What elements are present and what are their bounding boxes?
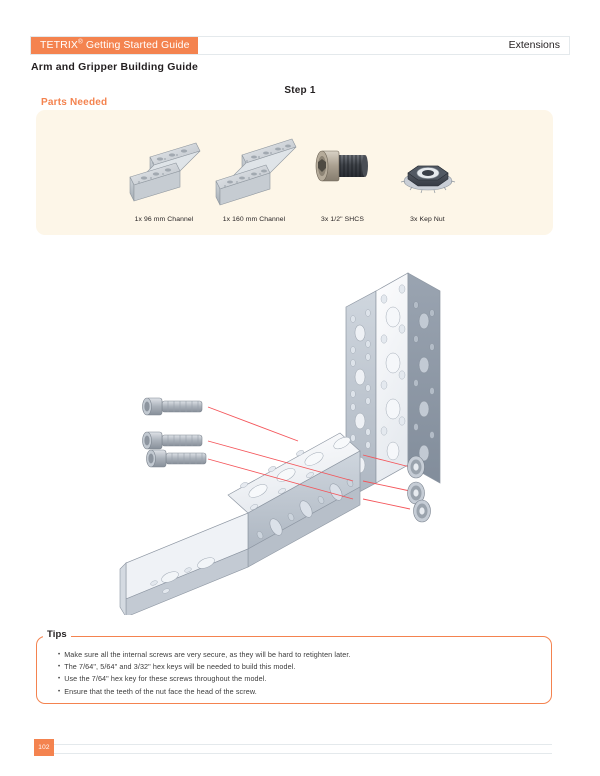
brand-tag: TETRIX® Getting Started Guide: [31, 37, 198, 54]
part-item: 3x 1/2" SHCS: [300, 137, 385, 223]
footer-rule: [36, 744, 552, 754]
kep-nut-group: [407, 455, 431, 523]
part-item: 1x 96 mm Channel: [120, 137, 208, 223]
kep-nut-icon: [400, 137, 456, 209]
tip-item: Use the 7/64" hex key for these screws t…: [58, 673, 528, 685]
part-label: 1x 96 mm Channel: [134, 216, 194, 223]
tip-item: Ensure that the teeth of the nut face th…: [58, 686, 528, 698]
tips-label: Tips: [43, 629, 71, 640]
part-item: 3x Kep Nut: [385, 137, 470, 223]
brand-tag-rest: Getting Started Guide: [82, 39, 190, 51]
parts-list: 1x 96 mm Channel: [120, 118, 470, 223]
channel-96mm-icon: [120, 137, 208, 209]
page-header-bar: TETRIX® Getting Started Guide Extensions: [30, 36, 570, 55]
brand-name: TETRIX: [40, 39, 78, 51]
page-number-badge: 102: [34, 739, 54, 756]
step-title: Step 1: [284, 85, 316, 96]
tip-item: The 7/64", 5/64" and 3/32" hex keys will…: [58, 661, 528, 673]
screw-icon: [142, 431, 203, 450]
part-label: 3x Kep Nut: [410, 216, 445, 223]
part-label: 1x 160 mm Channel: [222, 216, 286, 223]
channel-160mm-icon: [208, 137, 300, 209]
exploded-assembly-diagram: [110, 255, 490, 619]
part-item: 1x 160 mm Channel: [208, 137, 300, 223]
kep-nut-icon: [407, 455, 425, 479]
header-section-label: Extensions: [508, 39, 560, 51]
kep-nut-icon: [413, 499, 431, 523]
registered-trademark-icon: ®: [77, 38, 83, 46]
tips-box: [36, 636, 552, 704]
socket-head-cap-screw-icon: [313, 137, 373, 209]
page-title: Arm and Gripper Building Guide: [31, 61, 199, 73]
tip-item: Make sure all the internal screws are ve…: [58, 649, 528, 661]
part-label: 3x 1/2" SHCS: [321, 216, 364, 223]
parts-needed-label: Parts Needed: [41, 97, 108, 108]
assembly-callout-lines: [207, 406, 411, 510]
parts-needed-panel: [36, 110, 553, 235]
tips-list: Make sure all the internal screws are ve…: [58, 649, 528, 698]
screw-group: [142, 397, 207, 468]
screw-icon: [146, 449, 207, 468]
screw-icon: [142, 397, 203, 416]
